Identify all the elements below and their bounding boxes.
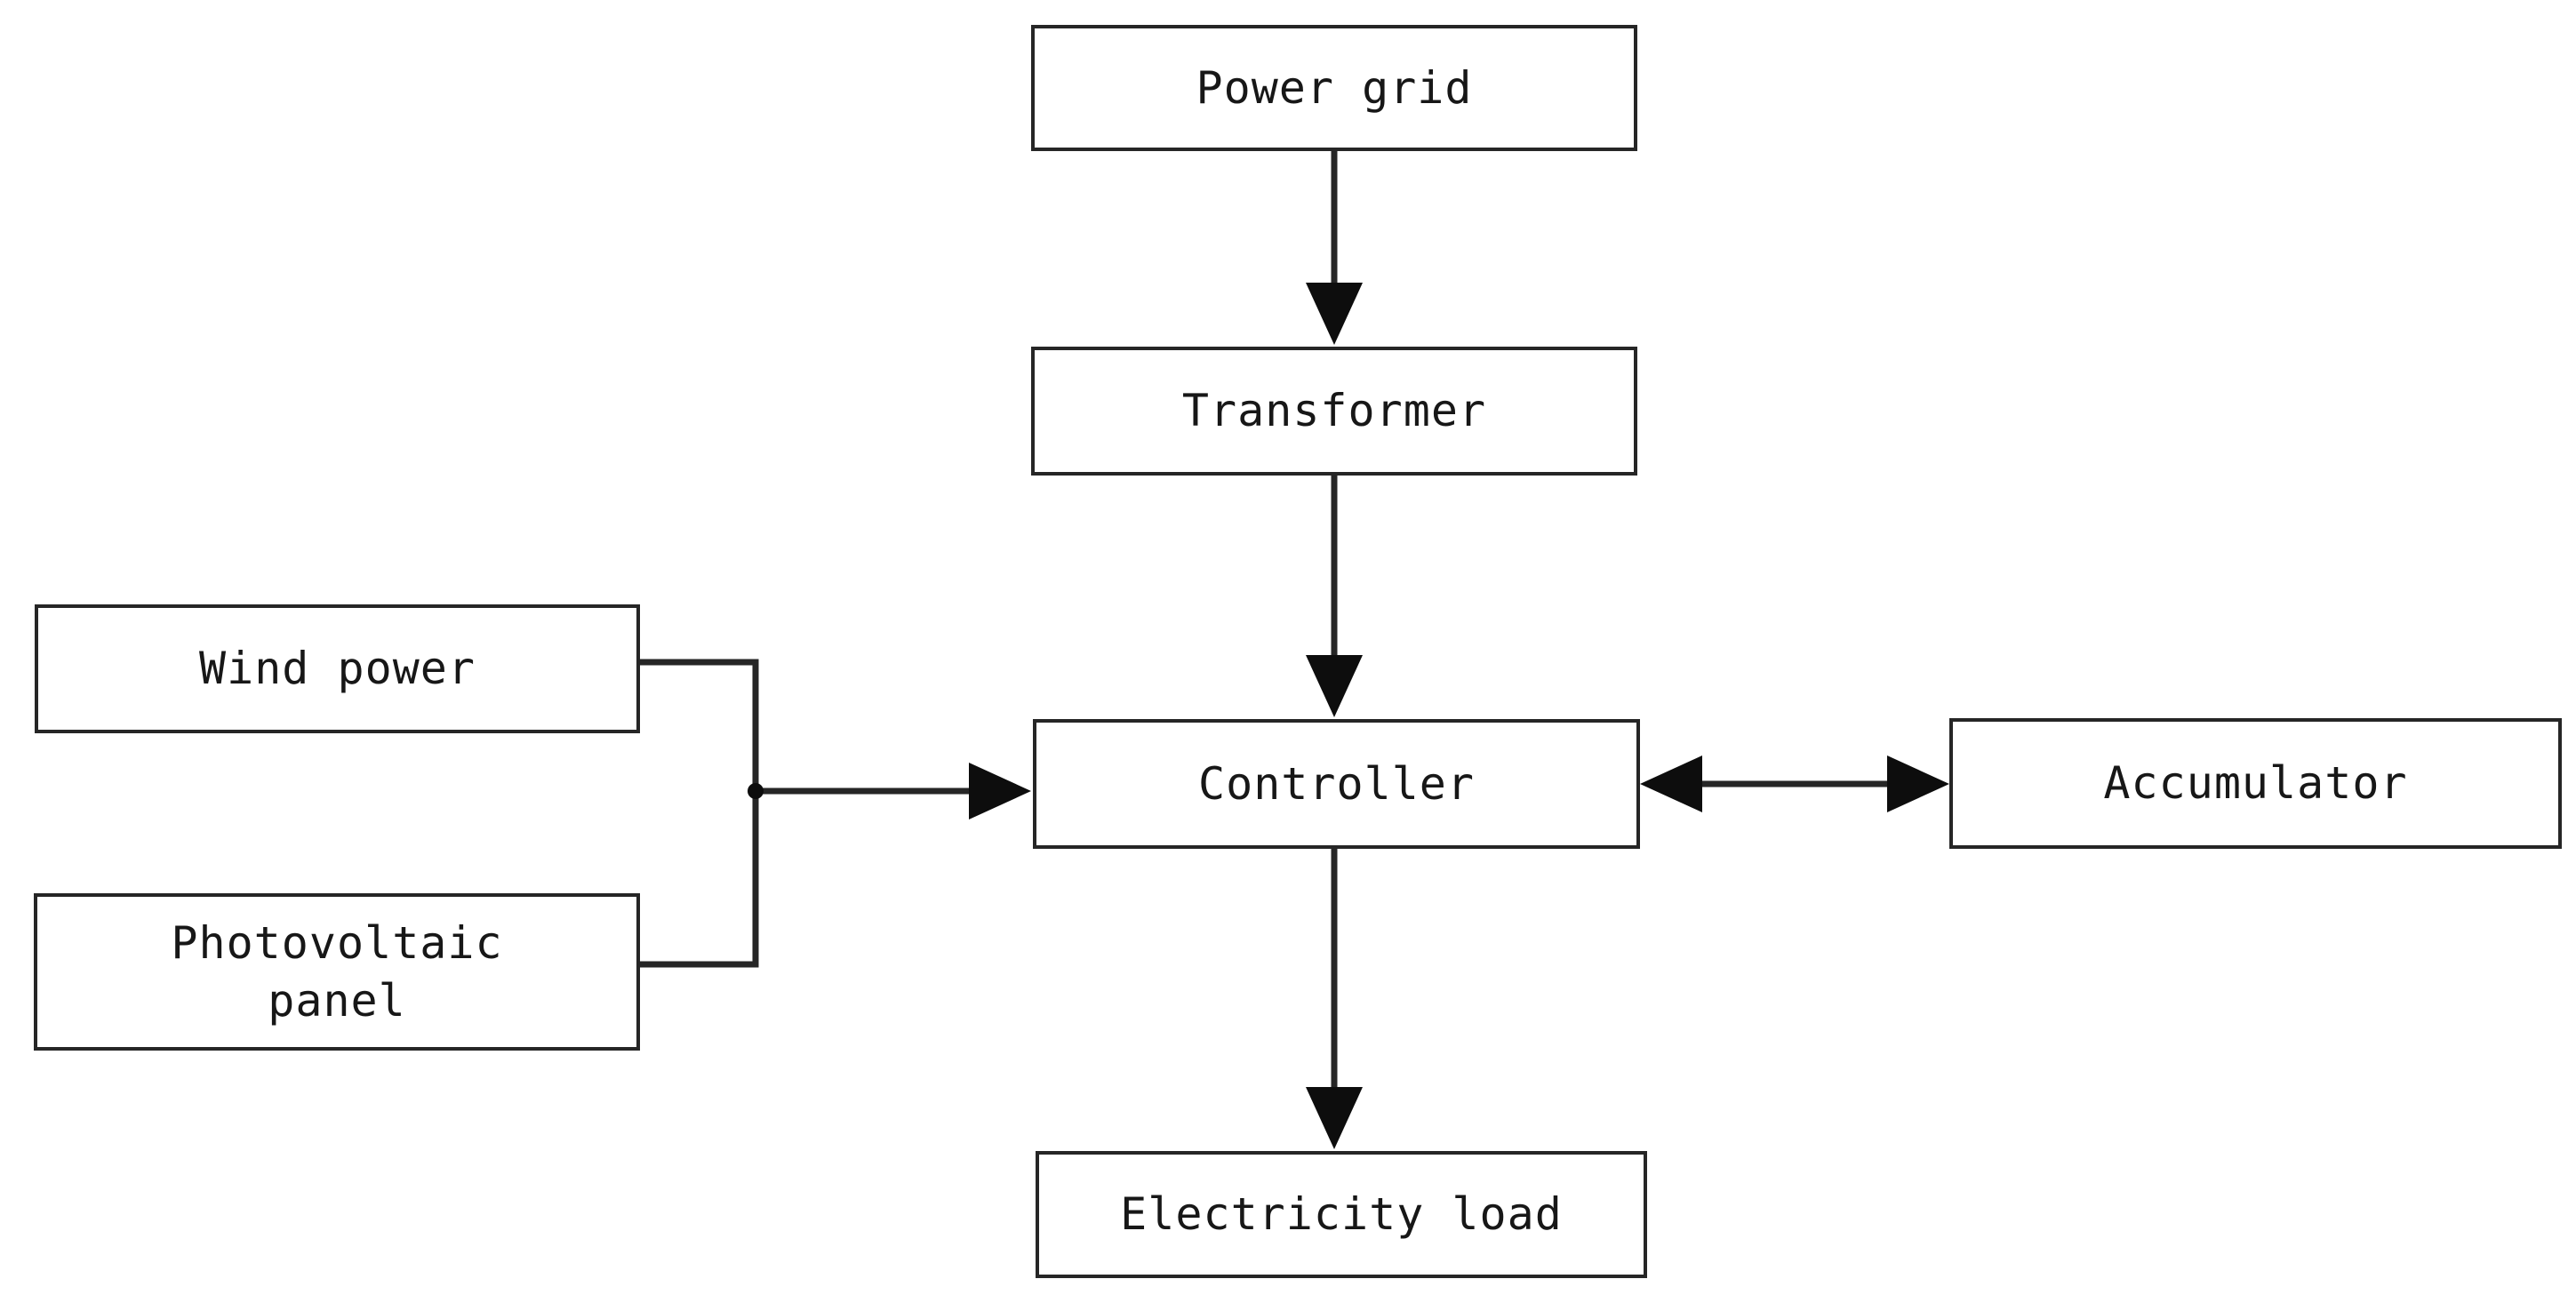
- edge-transformer-to-controller: [1306, 476, 1363, 717]
- node-electricity-load[interactable]: Electricity load: [1036, 1151, 1647, 1278]
- node-wind-power[interactable]: Wind power: [35, 604, 640, 733]
- node-photovoltaic-panel[interactable]: Photovoltaic panel: [34, 893, 640, 1051]
- node-accumulator[interactable]: Accumulator: [1949, 718, 2562, 849]
- edge-renewables-to-controller: [640, 659, 1031, 968]
- node-transformer[interactable]: Transformer: [1031, 347, 1637, 476]
- edge-controller-to-load: [1306, 849, 1363, 1149]
- node-controller[interactable]: Controller: [1033, 719, 1640, 849]
- edge-grid-to-transformer: [1306, 151, 1363, 345]
- edge-controller-accumulator: [1640, 755, 1949, 812]
- node-power-grid[interactable]: Power grid: [1031, 25, 1637, 151]
